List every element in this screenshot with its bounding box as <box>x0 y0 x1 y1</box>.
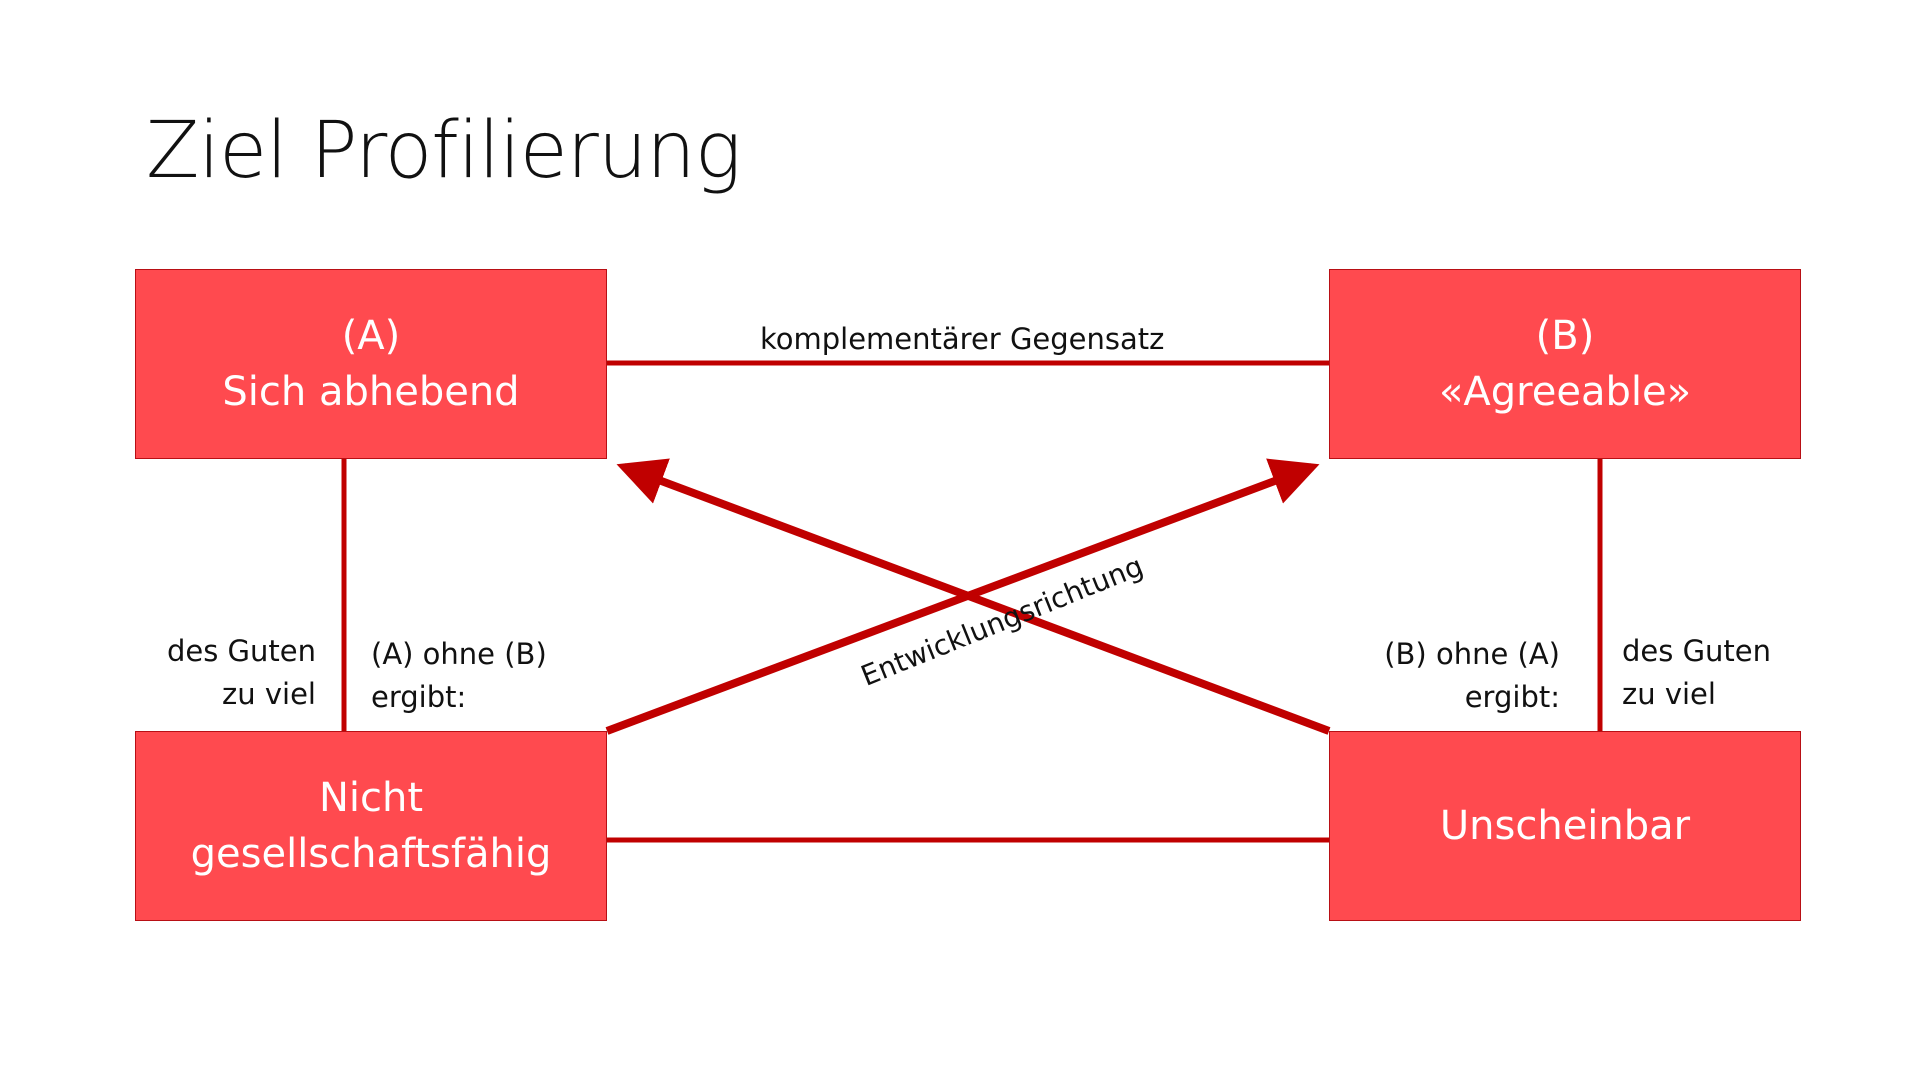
box-a-label: Sich abhebend <box>222 369 520 415</box>
label-a-ohne-b: (A) ohne (B) ergibt: <box>371 633 547 719</box>
box-b-label: «Agreeable» <box>1438 369 1692 415</box>
label-left-inner-line2: ergibt: <box>371 680 467 714</box>
box-b-code: (B) <box>1535 313 1595 359</box>
arrow-to-a <box>616 458 1331 735</box>
label-right-des-guten: des Guten zu viel <box>1622 630 1771 716</box>
box-sich-abhebend: (A) Sich abhebend <box>135 269 607 459</box>
label-left-outer-line1: des Guten <box>166 634 316 668</box>
label-left-inner-line1: (A) ohne (B) <box>371 637 547 671</box>
label-komplementaerer-gegensatz: komplementärer Gegensatz <box>760 322 1165 356</box>
label-right-outer-line1: des Guten <box>1622 634 1772 668</box>
label-b-ohne-a: (B) ohne (A) ergibt: <box>1380 633 1560 719</box>
label-right-outer-line2: zu viel <box>1622 677 1716 711</box>
label-right-inner-line1: (B) ohne (A) <box>1384 637 1560 671</box>
label-left-outer-line2: zu viel <box>222 677 316 711</box>
box-unscheinbar: Unscheinbar <box>1329 731 1801 921</box>
box-agreeable: (B) «Agreeable» <box>1329 269 1801 459</box>
box-d-label: Unscheinbar <box>1439 803 1691 849</box>
box-c-line2: gesellschaftsfähig <box>190 831 552 877</box>
arrow-to-b <box>605 458 1320 735</box>
label-right-inner-line2: ergibt: <box>1464 680 1560 714</box>
box-a-code: (A) <box>341 313 401 359</box>
box-nicht-gesellschaftsfaehig: Nicht gesellschaftsfähig <box>135 731 607 921</box>
label-left-des-guten: des Guten zu viel <box>156 630 316 716</box>
page-title: Ziel Profilierung <box>146 106 742 196</box>
box-c-line1: Nicht <box>318 775 424 821</box>
